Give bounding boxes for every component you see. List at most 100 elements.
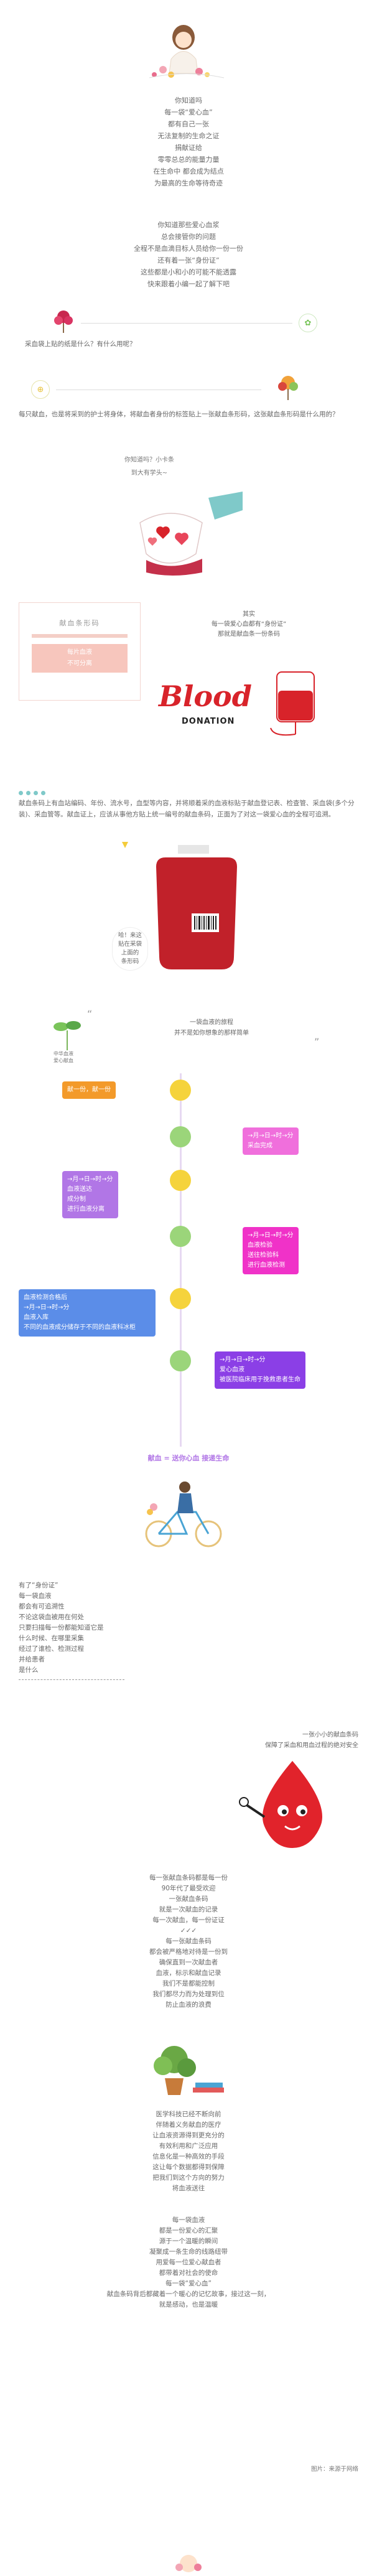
- box-line: →月→日→时→分: [248, 1232, 294, 1239]
- box-line: 进行血液检测: [248, 1262, 285, 1269]
- intro-line: 都有自己一张: [168, 120, 209, 128]
- box-line: 进行血液分离: [67, 1206, 105, 1213]
- donation-word: DONATION: [182, 717, 235, 726]
- poem-line: 这让每个数据都得到保障: [152, 2163, 225, 2171]
- poem-line: 全程不是血滴目标人员给你一份一份: [134, 245, 243, 253]
- poem-line: 都会有可追溯性: [19, 1603, 65, 1610]
- timeline-start: 献一份，献一份: [62, 1081, 116, 1099]
- timeline-dot-yellow: [170, 1080, 191, 1101]
- dot: [26, 791, 30, 795]
- poem-line: 源于一个温暖的瞬间: [159, 2238, 218, 2245]
- timeline-dot-yellow: [170, 1170, 191, 1191]
- box-line: 血液送达: [67, 1186, 92, 1193]
- tree-label-line: 爱心献血: [54, 1058, 73, 1063]
- barcode-title: 献血条形码: [59, 619, 100, 627]
- poem-line: 每一张献血条码: [165, 1938, 212, 1945]
- plant-books-illustration: [154, 2046, 224, 2095]
- poem-three: 有了“身份证” 每一袋血液 都会有可追溯性 不论这袋血被用在何处 只要扫描每一份…: [19, 1580, 124, 1680]
- caption-line: 其实: [243, 611, 255, 618]
- caption-line: 一张小小的献血条码: [302, 1732, 358, 1738]
- caption-line: 每一袋爱心血都有“身份证”: [211, 621, 287, 628]
- image-credit: 图片：来源于网络: [310, 2466, 358, 2473]
- box-line: 不同的血液成分储存于不同的血液科冰柜: [24, 1324, 136, 1331]
- divider-line: [81, 323, 292, 324]
- decor-dots: [19, 789, 49, 797]
- poem-line: 快来跟着小编一起了解下吧: [147, 280, 230, 288]
- blood-drop-caption: 一张小小的献血条码 保障了采血和用血过程的绝对安全: [187, 1730, 358, 1751]
- poem-line: 每一次献血，每一份证证: [152, 1916, 225, 1924]
- girl-with-flowers-illustration: [149, 25, 225, 78]
- blood-caption: 其实 每一袋爱心血都有“身份证” 那就是献血条一份条码: [168, 610, 330, 640]
- poem-line: 防止血液的浪费: [165, 2001, 212, 2009]
- poem-line: 信息化是一种高效的手段: [152, 2153, 225, 2160]
- timeline-intro-line: 一袋血液的旅程: [190, 1019, 233, 1026]
- blood-drop-mascot: [239, 1761, 322, 1848]
- dot: [41, 791, 45, 795]
- timeline-dot-green: [170, 1350, 191, 1371]
- timeline-intro-line: 并不是如你想象的那样简单: [174, 1030, 249, 1037]
- intro-line: 捐献证给: [175, 144, 202, 152]
- timeline-dot-green: [170, 1126, 191, 1147]
- poem-line: 并给患者: [19, 1656, 45, 1663]
- poem-line: 经过了谁检、检测过程: [19, 1645, 84, 1653]
- poem-line: 每一张献血条码都是每一份: [149, 1874, 228, 1882]
- box-line: →月→日→时→分: [220, 1356, 266, 1363]
- caption-line: 保障了采血和用血过程的绝对安全: [265, 1742, 358, 1749]
- start-label: 献一份，献一份: [67, 1086, 111, 1093]
- poem-line: 将血液送往: [172, 2185, 205, 2192]
- poem-line: 血液，标示和献血记录: [156, 1969, 221, 1977]
- box-line: 采血完成: [248, 1142, 272, 1149]
- quote-mark: “: [87, 1008, 93, 1020]
- poem-line: 我们都尽力而为处理到位: [152, 1990, 225, 1998]
- timeline-dot-green: [170, 1226, 191, 1247]
- poem-line: 医学科技已经不断向前: [156, 2111, 221, 2118]
- poem-line: 都带着对社会的使命: [159, 2269, 218, 2277]
- note-line: 上面的: [121, 950, 139, 956]
- poem-line: 还有着一张“身份证”: [157, 256, 220, 264]
- intro-line: 每一袋“爱心血”: [164, 108, 213, 116]
- timeline-end: 献血 = 送你心血 接递生命: [147, 1454, 230, 1462]
- box-line: 血液检测合格后: [24, 1294, 67, 1301]
- poem-line: 有效利用和广泛应用: [159, 2142, 218, 2150]
- poem-five: 医学科技已经不断向前 伴随着义务献血的医疗 让血液资源得到更充分的 有效利用和广…: [0, 2109, 377, 2194]
- timeline-line: [180, 1073, 182, 1447]
- poem-line: 都会被严格地对待是一份到: [149, 1948, 228, 1956]
- poem-line: 一张献血条码: [169, 1895, 208, 1903]
- poem-line: 是什么: [19, 1666, 39, 1674]
- note-line: 条形码: [121, 958, 139, 965]
- poem-line: 你知道那些爱心血浆: [157, 221, 220, 229]
- poem-line: ✓✓✓: [180, 1927, 197, 1934]
- box-line: 送往检验科: [248, 1252, 279, 1259]
- footer-illustration: [175, 2555, 202, 2572]
- poem-two: 你知道那些爱心血浆 总会接管你的问题 全程不是血滴目标人员给你一份一份 还有着一…: [0, 219, 377, 290]
- barcode-line: 每片血液: [67, 649, 92, 656]
- bubble-line: 你知道吗？小卡条: [124, 457, 174, 464]
- leaf-icon: ✿: [299, 314, 317, 332]
- blood-bag-icon: [270, 671, 315, 736]
- sprout-icon: [54, 1021, 81, 1050]
- poem-line: 都是一份爱心的汇聚: [159, 2227, 218, 2234]
- box-line: 血液入库: [24, 1314, 49, 1321]
- intro-poem: 你知道吗 每一袋“爱心血” 都有自己一张 无法复制的生命之证 捐献证给 零零总总…: [0, 95, 377, 189]
- poem-line: 这些都是小和小的可能不能透露: [141, 268, 236, 276]
- question-section: ✿ 采血袋上贴的纸是什么？有什么用呢？: [0, 308, 377, 358]
- poem-line: 有了“身份证”: [19, 1582, 58, 1589]
- timeline-box-2: →月→日→时→分 血液送达 成分制 进行血液分离: [62, 1171, 118, 1218]
- poem-line: 总会接管你的问题: [161, 233, 216, 241]
- note-line: 哈！来这: [118, 932, 142, 939]
- barcode-box: 每片血液 不可分离: [32, 644, 128, 673]
- quote-mark: ”: [314, 1036, 320, 1048]
- bubble-card: 你知道吗？小卡条 到大有学头~: [87, 454, 212, 492]
- caption-line: 那就是献血条一份条码: [218, 631, 280, 638]
- dashed-divider: [19, 1679, 124, 1680]
- poem-six: 每一袋血液 都是一份爱心的汇聚 源于一个温暖的瞬间 凝聚成一条生命的线路纽带 用…: [0, 2215, 377, 2310]
- question-one: 采血袋上贴的纸是什么？有什么用呢？: [25, 340, 136, 348]
- poem-line: 90年代了最受欢迎: [161, 1885, 216, 1892]
- box-line: 成分制: [67, 1196, 86, 1203]
- barcode-stripe: [32, 634, 128, 638]
- box-line: 血液检验: [248, 1242, 272, 1249]
- bag-note: 哈！来这 贴在采袋 上面的 条形码: [112, 927, 148, 971]
- intro-line: 在生命中 都会成为结点: [153, 167, 224, 175]
- heart-bag-illustration: [139, 492, 243, 576]
- timeline-box-5: →月→日→时→分 爱心血液 被医院临床用于挽救患者生命: [215, 1351, 305, 1389]
